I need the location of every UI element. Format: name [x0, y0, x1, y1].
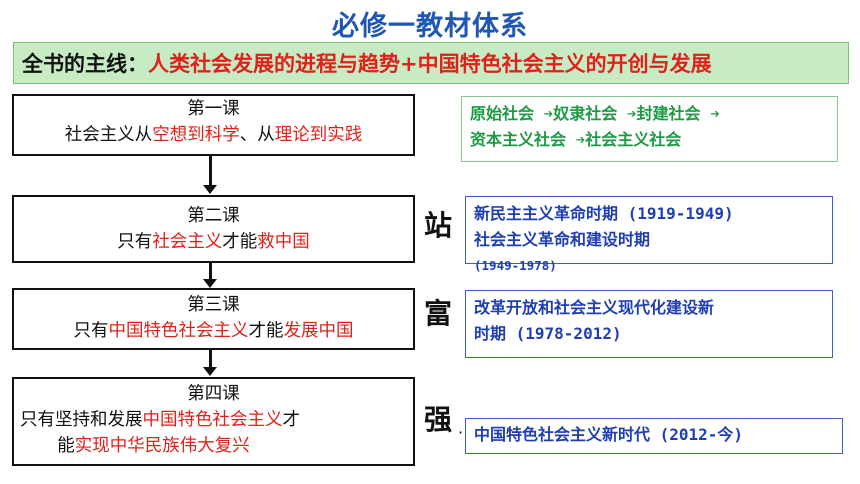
lesson-3-highlight-1: 中国特色社会主义 [108, 321, 249, 341]
lesson-4-box: 第四课 只有坚持和发展中国特色社会主义才 能实现中华民族伟大复兴 [12, 377, 415, 466]
rich-period-line-1: 改革开放和社会主义现代化建设新 [474, 298, 715, 317]
arrow-line-1 [209, 156, 212, 186]
arrow-head-2 [203, 279, 217, 288]
lesson-2-highlight-1: 社会主义 [152, 232, 223, 252]
stage-strong-label: 强 [424, 403, 453, 436]
stage-rich-label: 富 [424, 297, 453, 330]
stand-period-line-2-years: (1949-1978) [474, 258, 557, 273]
lesson-1-highlight-1: 空想到科学 [152, 125, 240, 145]
lesson-3-text-mid: 才能 [248, 321, 284, 341]
arrow-line-3 [209, 350, 212, 368]
stage-stand-label: 站 [424, 209, 453, 242]
lesson-3-text-pre: 只有 [73, 321, 109, 341]
lesson-2-box: 第二课 只有社会主义才能救中国 [12, 195, 415, 263]
lesson-3-title: 第三课 [187, 295, 240, 315]
page-title: 必修一教材体系 [332, 11, 528, 42]
stand-period-box: 新民主主义革命时期 (1919-1949) 社会主义革命和建设时期 (1949-1… [465, 196, 833, 273]
rich-period-box: 改革开放和社会主义现代化建设新 时期 (1978-2012) [465, 290, 833, 358]
strong-period-box: 中国特色社会主义新时代 (2012-今) [465, 418, 843, 454]
lesson-1-highlight-2: 理论到实践 [274, 125, 363, 145]
strong-period-line-1: 中国特色社会主义新时代 (2012-今) [474, 425, 744, 444]
society-stages-box: 原始社会 ➔奴隶社会 ➔封建社会 ➔ 资本主义社会 ➔社会主义社会 [461, 96, 838, 162]
society-stages-line-2: 资本主义社会 ➔社会主义社会 [470, 130, 682, 149]
lesson-1-text-mid: 、从 [239, 125, 275, 145]
lesson-4-text-mid: 才 [282, 410, 301, 430]
lesson-4-text-pre: 只有坚持和发展 [20, 410, 143, 430]
small-tick: · [458, 423, 464, 442]
mainline-text: 人类社会发展的进程与趋势+中国特色社会主义的开创与发展 [148, 52, 712, 76]
mainline-label: 全书的主线： [22, 52, 148, 76]
lesson-2-title: 第二课 [187, 206, 240, 226]
arrow-head-3 [203, 367, 217, 376]
lesson-2-text-pre: 只有 [117, 232, 153, 252]
lesson-1-title: 第一课 [187, 99, 240, 119]
lesson-1-box: 第一课 社会主义从空想到科学、从理论到实践 [12, 94, 415, 156]
lesson-4-text-line3: 能 [57, 436, 75, 456]
lesson-4-highlight-2: 实现中华民族伟大复兴 [74, 436, 250, 456]
lesson-2-text-mid: 才能 [222, 232, 258, 252]
lesson-4-highlight-1: 中国特色社会主义 [142, 410, 283, 430]
lesson-1-text-pre: 社会主义从 [64, 125, 153, 145]
stand-period-line-1: 新民主主义革命时期 (1919-1949) [474, 204, 734, 223]
arrow-line-2 [209, 263, 212, 280]
mainline-banner: 全书的主线： 人类社会发展的进程与趋势+中国特色社会主义的开创与发展 [13, 42, 849, 84]
stand-period-line-2: 社会主义革命和建设时期 [474, 230, 651, 249]
lesson-2-highlight-2: 救中国 [257, 232, 310, 252]
lesson-3-box: 第三课 只有中国特色社会主义才能发展中国 [12, 288, 415, 350]
lesson-4-title: 第四课 [187, 384, 240, 404]
arrow-head-1 [203, 185, 217, 194]
society-stages-line-1: 原始社会 ➔奴隶社会 ➔封建社会 ➔ [470, 104, 720, 123]
rich-period-line-2: 时期 (1978-2012) [474, 324, 622, 343]
lesson-3-highlight-2: 发展中国 [283, 321, 354, 341]
